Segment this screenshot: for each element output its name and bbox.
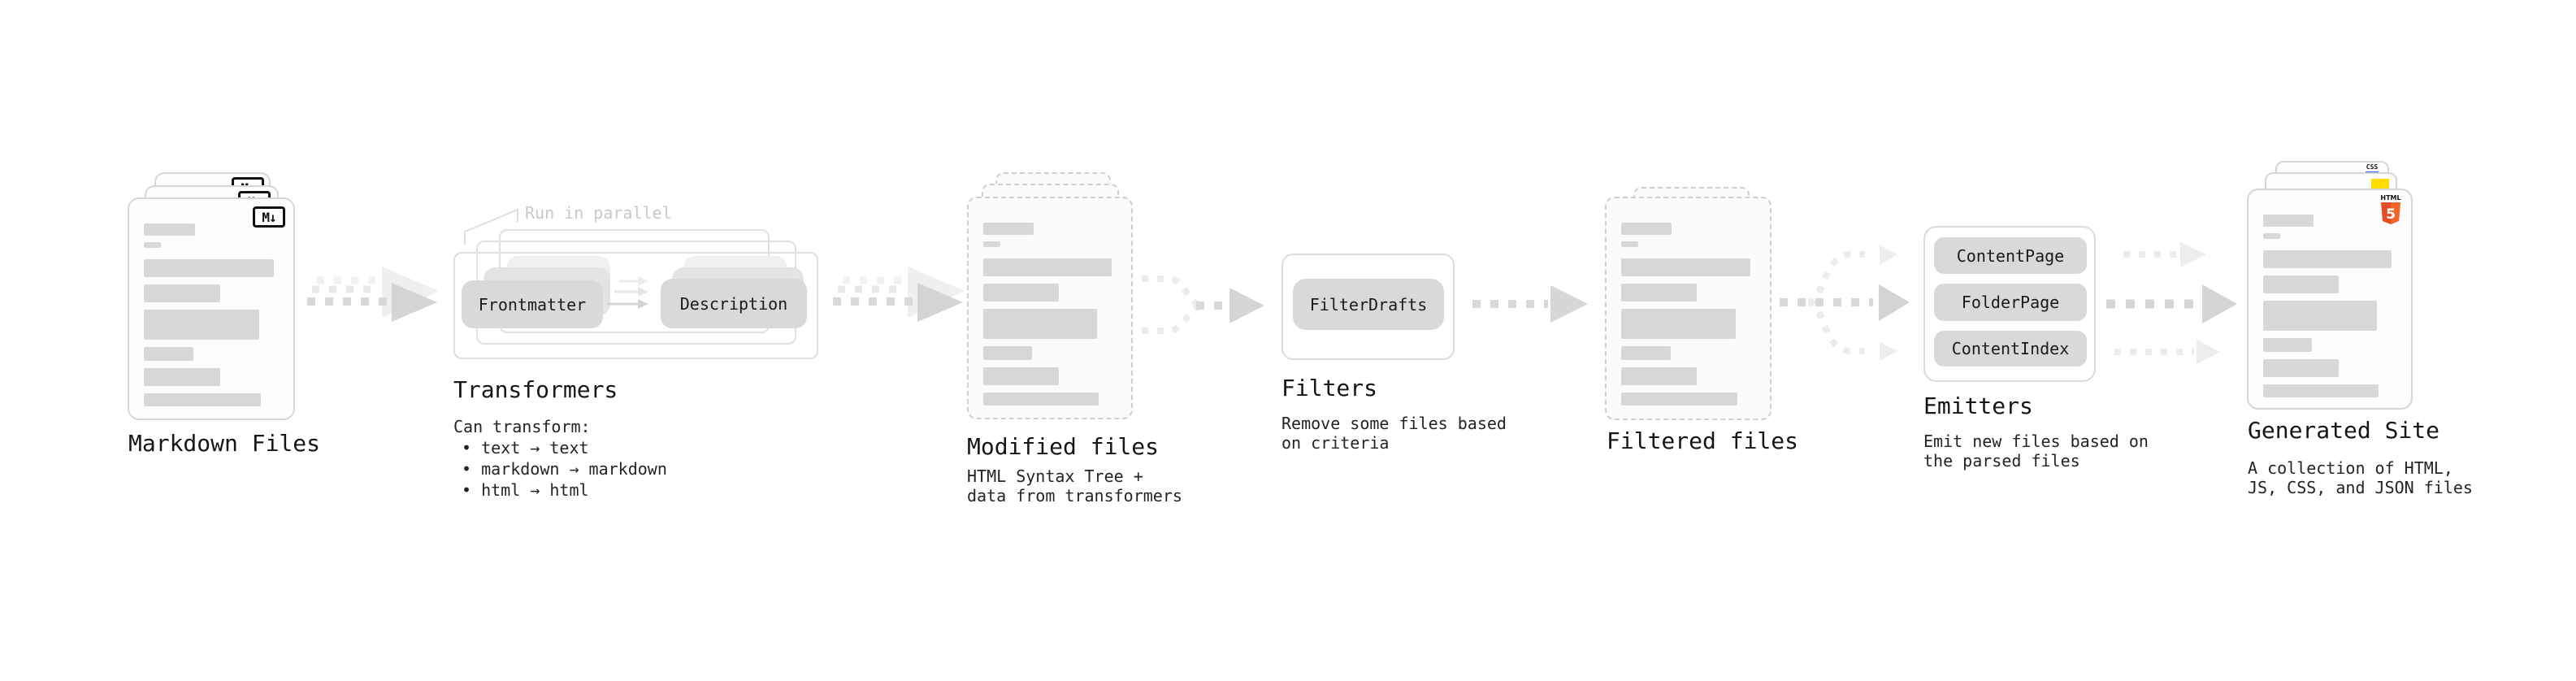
site-file-card-html: HTML 5 xyxy=(2247,189,2413,410)
markdown-files-title: Markdown Files xyxy=(128,430,321,457)
transformers-heading: Can transform: xyxy=(453,417,591,436)
svg-text:5: 5 xyxy=(2386,206,2396,223)
modified-files-subtitle: HTML Syntax Tree + data from transformer… xyxy=(967,466,1182,505)
text-line-placeholder xyxy=(983,284,1059,301)
arrow-emitters-to-site xyxy=(2106,242,2237,364)
transformers-title: Transformers xyxy=(453,376,618,403)
emitters-title: Emitters xyxy=(1923,393,2033,419)
text-line-placeholder xyxy=(2263,301,2378,331)
doc-text-placeholder xyxy=(1621,223,1754,406)
arrow-filters-to-filtered xyxy=(1472,285,1588,323)
doc-text-placeholder xyxy=(2263,215,2396,397)
js-icon xyxy=(2371,179,2389,189)
text-line-placeholder xyxy=(2263,338,2313,352)
list-item: • markdown → markdown xyxy=(462,459,667,479)
text-line-placeholder xyxy=(983,309,1098,339)
filtered-files-title: Filtered files xyxy=(1607,427,1799,454)
text-line-placeholder xyxy=(144,393,261,406)
transformers-container-front xyxy=(453,252,818,359)
text-line-placeholder xyxy=(144,368,221,386)
html5-icon: HTML 5 xyxy=(2380,194,2401,224)
description-pill: Description xyxy=(661,279,807,328)
modified-file-card xyxy=(967,197,1133,419)
run-in-parallel-callout-line xyxy=(464,208,518,245)
text-line-placeholder xyxy=(983,241,1001,247)
frontmatter-pill: Frontmatter xyxy=(462,280,603,328)
text-line-placeholder xyxy=(1621,284,1698,301)
filter-drafts-pill: FilterDrafts xyxy=(1293,279,1444,330)
text-line-placeholder xyxy=(1621,258,1751,276)
text-line-placeholder xyxy=(144,242,162,248)
arrow-transformers-to-modified xyxy=(833,267,965,322)
markdown-icon: M↓ xyxy=(253,206,285,228)
filters-title: Filters xyxy=(1281,375,1378,401)
text-line-placeholder xyxy=(2263,275,2339,293)
text-line-placeholder xyxy=(2263,215,2314,227)
text-line-placeholder xyxy=(983,393,1099,406)
text-line-placeholder xyxy=(1621,367,1698,385)
generated-site-title: Generated Site xyxy=(2248,417,2440,444)
list-item: • html → html xyxy=(462,480,589,500)
text-line-placeholder xyxy=(1621,241,1639,247)
text-line-placeholder xyxy=(2263,359,2339,377)
run-in-parallel-annotation: Run in parallel xyxy=(525,203,672,223)
list-item: • text → text xyxy=(462,438,589,458)
filtered-file-card xyxy=(1605,197,1772,420)
text-line-placeholder xyxy=(983,367,1059,385)
text-line-placeholder xyxy=(1621,346,1671,360)
text-line-placeholder xyxy=(144,284,221,302)
arrow-markdown-to-transformers xyxy=(307,267,439,322)
text-line-placeholder xyxy=(144,347,194,361)
content-index-pill: ContentIndex xyxy=(1934,331,2087,367)
text-line-placeholder xyxy=(2263,250,2392,268)
doc-text-placeholder xyxy=(983,223,1116,406)
text-line-placeholder xyxy=(1621,309,1737,339)
transformers-capabilities-list: • text → text • markdown → markdown • ht… xyxy=(453,437,667,501)
text-line-placeholder xyxy=(144,259,275,277)
svg-text:HTML: HTML xyxy=(2380,194,2400,202)
modified-files-title: Modified files xyxy=(967,433,1160,460)
text-line-placeholder xyxy=(144,310,259,340)
text-line-placeholder xyxy=(983,346,1033,360)
folder-page-pill: FolderPage xyxy=(1934,284,2087,321)
doc-text-placeholder xyxy=(144,223,278,406)
markdown-file-card-front: M↓ xyxy=(128,197,295,420)
text-line-placeholder xyxy=(2263,384,2379,397)
parallel-transform-arrows xyxy=(607,276,648,309)
text-line-placeholder xyxy=(2263,233,2281,239)
arrow-modified-to-filters xyxy=(1142,275,1264,334)
emitters-subtitle: Emit new files based on the parsed files xyxy=(1923,432,2149,471)
text-line-placeholder xyxy=(983,258,1112,276)
text-line-placeholder xyxy=(1621,393,1737,406)
generated-site-subtitle: A collection of HTML, JS, CSS, and JSON … xyxy=(2248,458,2473,497)
filters-subtitle: Remove some files based on criteria xyxy=(1281,414,1507,453)
content-page-pill: ContentPage xyxy=(1934,237,2087,274)
text-line-placeholder xyxy=(983,223,1034,235)
text-line-placeholder xyxy=(144,223,195,236)
arrow-filtered-to-emitters xyxy=(1780,245,1910,361)
text-line-placeholder xyxy=(1621,223,1672,235)
